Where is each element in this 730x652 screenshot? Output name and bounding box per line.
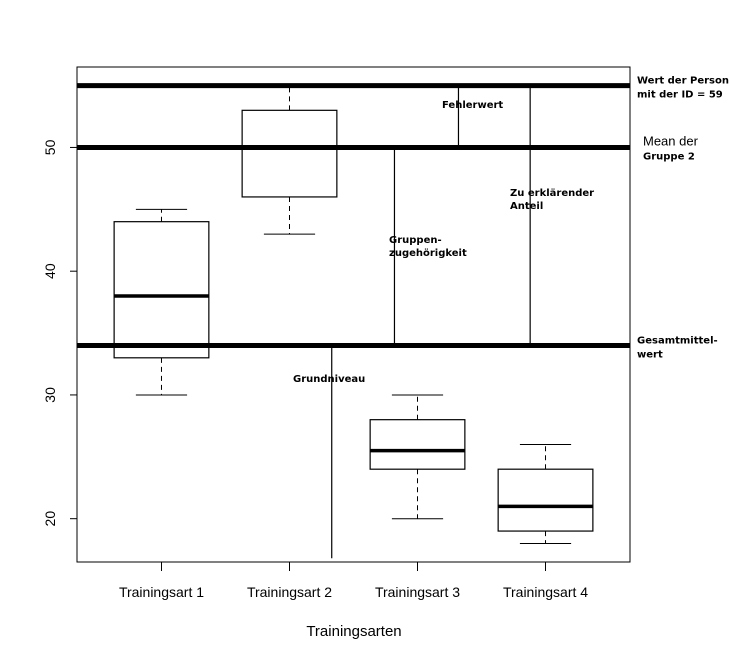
box-iqr: [369, 419, 466, 470]
box-iqr: [497, 468, 594, 532]
reference-line-label: Mean der: [643, 133, 699, 148]
box-1: [113, 208, 210, 396]
annotation-label: Anteil: [510, 201, 543, 212]
x-tick-label: Trainingsart 1: [119, 584, 204, 600]
y-tick-label: 20: [42, 511, 58, 527]
x-tick-label: Trainingsart 3: [375, 584, 460, 600]
y-tick-label: 50: [42, 139, 58, 155]
annotation-label: Fehlerwert: [442, 100, 503, 111]
y-tick-label: 40: [42, 263, 58, 279]
plot-frame: [76, 66, 631, 563]
annotation-label: Zu erklärender: [510, 188, 594, 199]
x-axis-label: Trainingsarten: [306, 623, 401, 640]
box-3: [369, 394, 466, 520]
box-iqr: [113, 221, 210, 359]
reference-line-label: Gruppe 2: [643, 151, 695, 162]
box-2: [241, 85, 338, 235]
annotation-label: Grundniveau: [293, 374, 365, 385]
annotation-label: zugehörigkeit: [389, 248, 467, 259]
y-tick-label: 30: [42, 387, 58, 403]
reference-line-label: wert: [637, 349, 663, 360]
box-iqr: [241, 109, 338, 198]
x-tick-label: Trainingsart 4: [503, 584, 588, 600]
annotation-label: Gruppen-: [389, 235, 442, 246]
reference-line-label: mit der ID = 59: [637, 90, 723, 101]
reference-line-label: Wert der Person: [637, 76, 729, 87]
x-tick-label: Trainingsart 2: [247, 584, 332, 600]
box-4: [497, 443, 594, 544]
reference-line-label: Gesamtmittel-: [637, 335, 718, 346]
